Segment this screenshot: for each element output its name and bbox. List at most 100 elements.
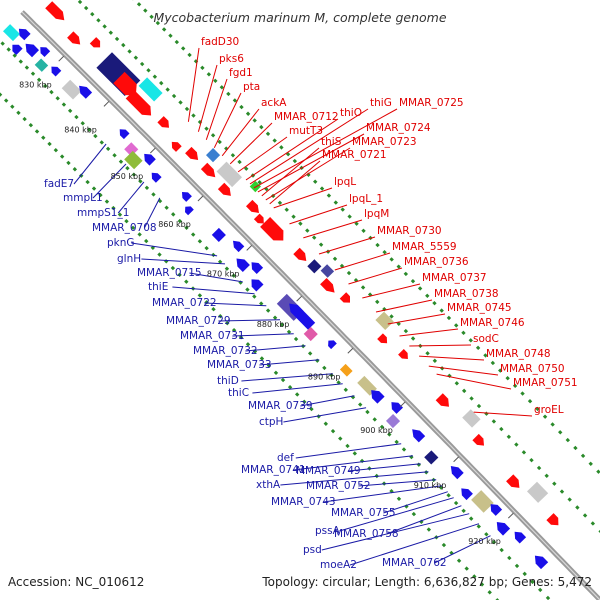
gc-dot [410,278,416,284]
gc-dot [305,228,310,233]
gc-dot [127,49,132,54]
gc-dot [425,351,430,356]
gc-dot [232,98,238,103]
gc-dot [302,399,307,404]
reverse-gene-feature [339,363,353,377]
gc-dot [168,33,173,38]
reverse-leader-line [232,333,294,337]
gc-dot [265,308,271,313]
forward-gene-feature [307,259,322,274]
gc-dot [259,124,264,130]
gc-dot [410,336,416,341]
gene-features [3,1,559,570]
forward-gene-feature [398,349,408,359]
tick-mark [347,348,354,354]
forward-gene-label: ackA [261,97,287,109]
forward-leader-line [409,344,472,347]
gc-dot [139,61,145,67]
gc-dot [273,370,279,376]
forward-gene-label: MMAR_0750 [500,363,565,375]
forward-gene-feature [216,161,242,188]
gc-dot [174,39,180,45]
forward-gene-feature [293,247,307,261]
reverse-gene-feature [151,172,162,183]
gc-dot [580,453,586,459]
reverse-leader-line [293,455,413,471]
gene-labels: fadD30pks6fgd1ptaackAMMAR_0712mutT3thiOt… [44,36,578,571]
reverse-gene-feature [124,150,143,170]
forward-leader-line [318,236,376,255]
gc-dot [582,513,588,518]
gc-dot [382,250,387,255]
gc-dot [24,65,30,70]
reverse-gene-label: pssA [315,525,341,537]
gc-dot [180,46,186,51]
forward-gene-label: MMAR_0748 [486,348,551,360]
gc-dot [47,141,52,147]
gc-dot [372,417,377,422]
gc-dot [354,221,359,226]
gc-dot [165,87,170,92]
reverse-gene-label: def [277,452,294,464]
reverse-gene-label: MMAR_0708 [92,222,157,234]
forward-leader-line [249,108,369,185]
forward-leader-line [436,373,512,390]
gc-dot [389,488,394,494]
forward-leader-line [265,147,351,201]
reverse-leader-line [300,395,355,407]
reverse-gene-feature [251,279,264,292]
tick-mark [453,456,459,463]
backbone-line [20,10,600,600]
gc-dot [295,392,300,397]
gc-dot [143,8,148,13]
position-tick-label: 920 kbp [468,537,501,546]
reverse-gene-feature [424,450,439,465]
gc-dot [218,313,223,319]
gc-dot [265,131,271,137]
gc-dot [439,308,444,313]
gc-dot [224,266,230,271]
gc-dot [538,587,543,593]
forward-gene-label: MMAR_0724 [366,122,431,134]
gc-dot [191,113,196,118]
reverse-leader-line [386,505,462,535]
gc-dot [104,199,110,204]
gc-dot [514,442,519,447]
gc-dot [55,96,60,101]
reverse-gene-feature [25,43,39,58]
gc-dot [10,104,15,109]
gc-dot [245,342,251,347]
reverse-gene-feature [496,522,511,536]
gc-dot [159,80,164,86]
gc-dot [197,293,203,298]
reverse-gene-feature [490,504,503,516]
gc-dot [343,387,348,393]
reverse-gene-label: xthA [256,479,281,491]
forward-gene-feature [246,199,259,213]
reverse-leader-line [295,443,402,459]
reverse-gene-label: mmpS1_1 [77,207,129,219]
reverse-gene-feature [185,206,194,216]
forward-leader-line [419,355,485,361]
forward-leader-line [375,299,433,313]
reverse-gene-label: MMAR_0732 [193,345,258,357]
gc-dot [270,193,276,199]
reverse-gene-feature [12,44,23,55]
gc-dot [558,430,563,435]
gc-dot [469,516,474,521]
forward-gene-label: sodC [473,333,499,345]
gc-dot [506,434,512,440]
gc-dot [204,126,209,131]
position-tick-label: 840 kbp [64,126,97,135]
gc-dot [389,314,394,319]
gc-dot [66,160,71,166]
gc-dot [521,450,527,455]
tick-mark [296,295,303,302]
reverse-leader-line [143,197,161,229]
gc-dot [264,186,269,192]
position-tick-label: 880 kbp [257,320,290,329]
reverse-gene-label: ctpH [259,416,283,428]
gc-dot [491,539,497,545]
gc-dot [401,447,407,452]
gc-dot [83,5,89,11]
